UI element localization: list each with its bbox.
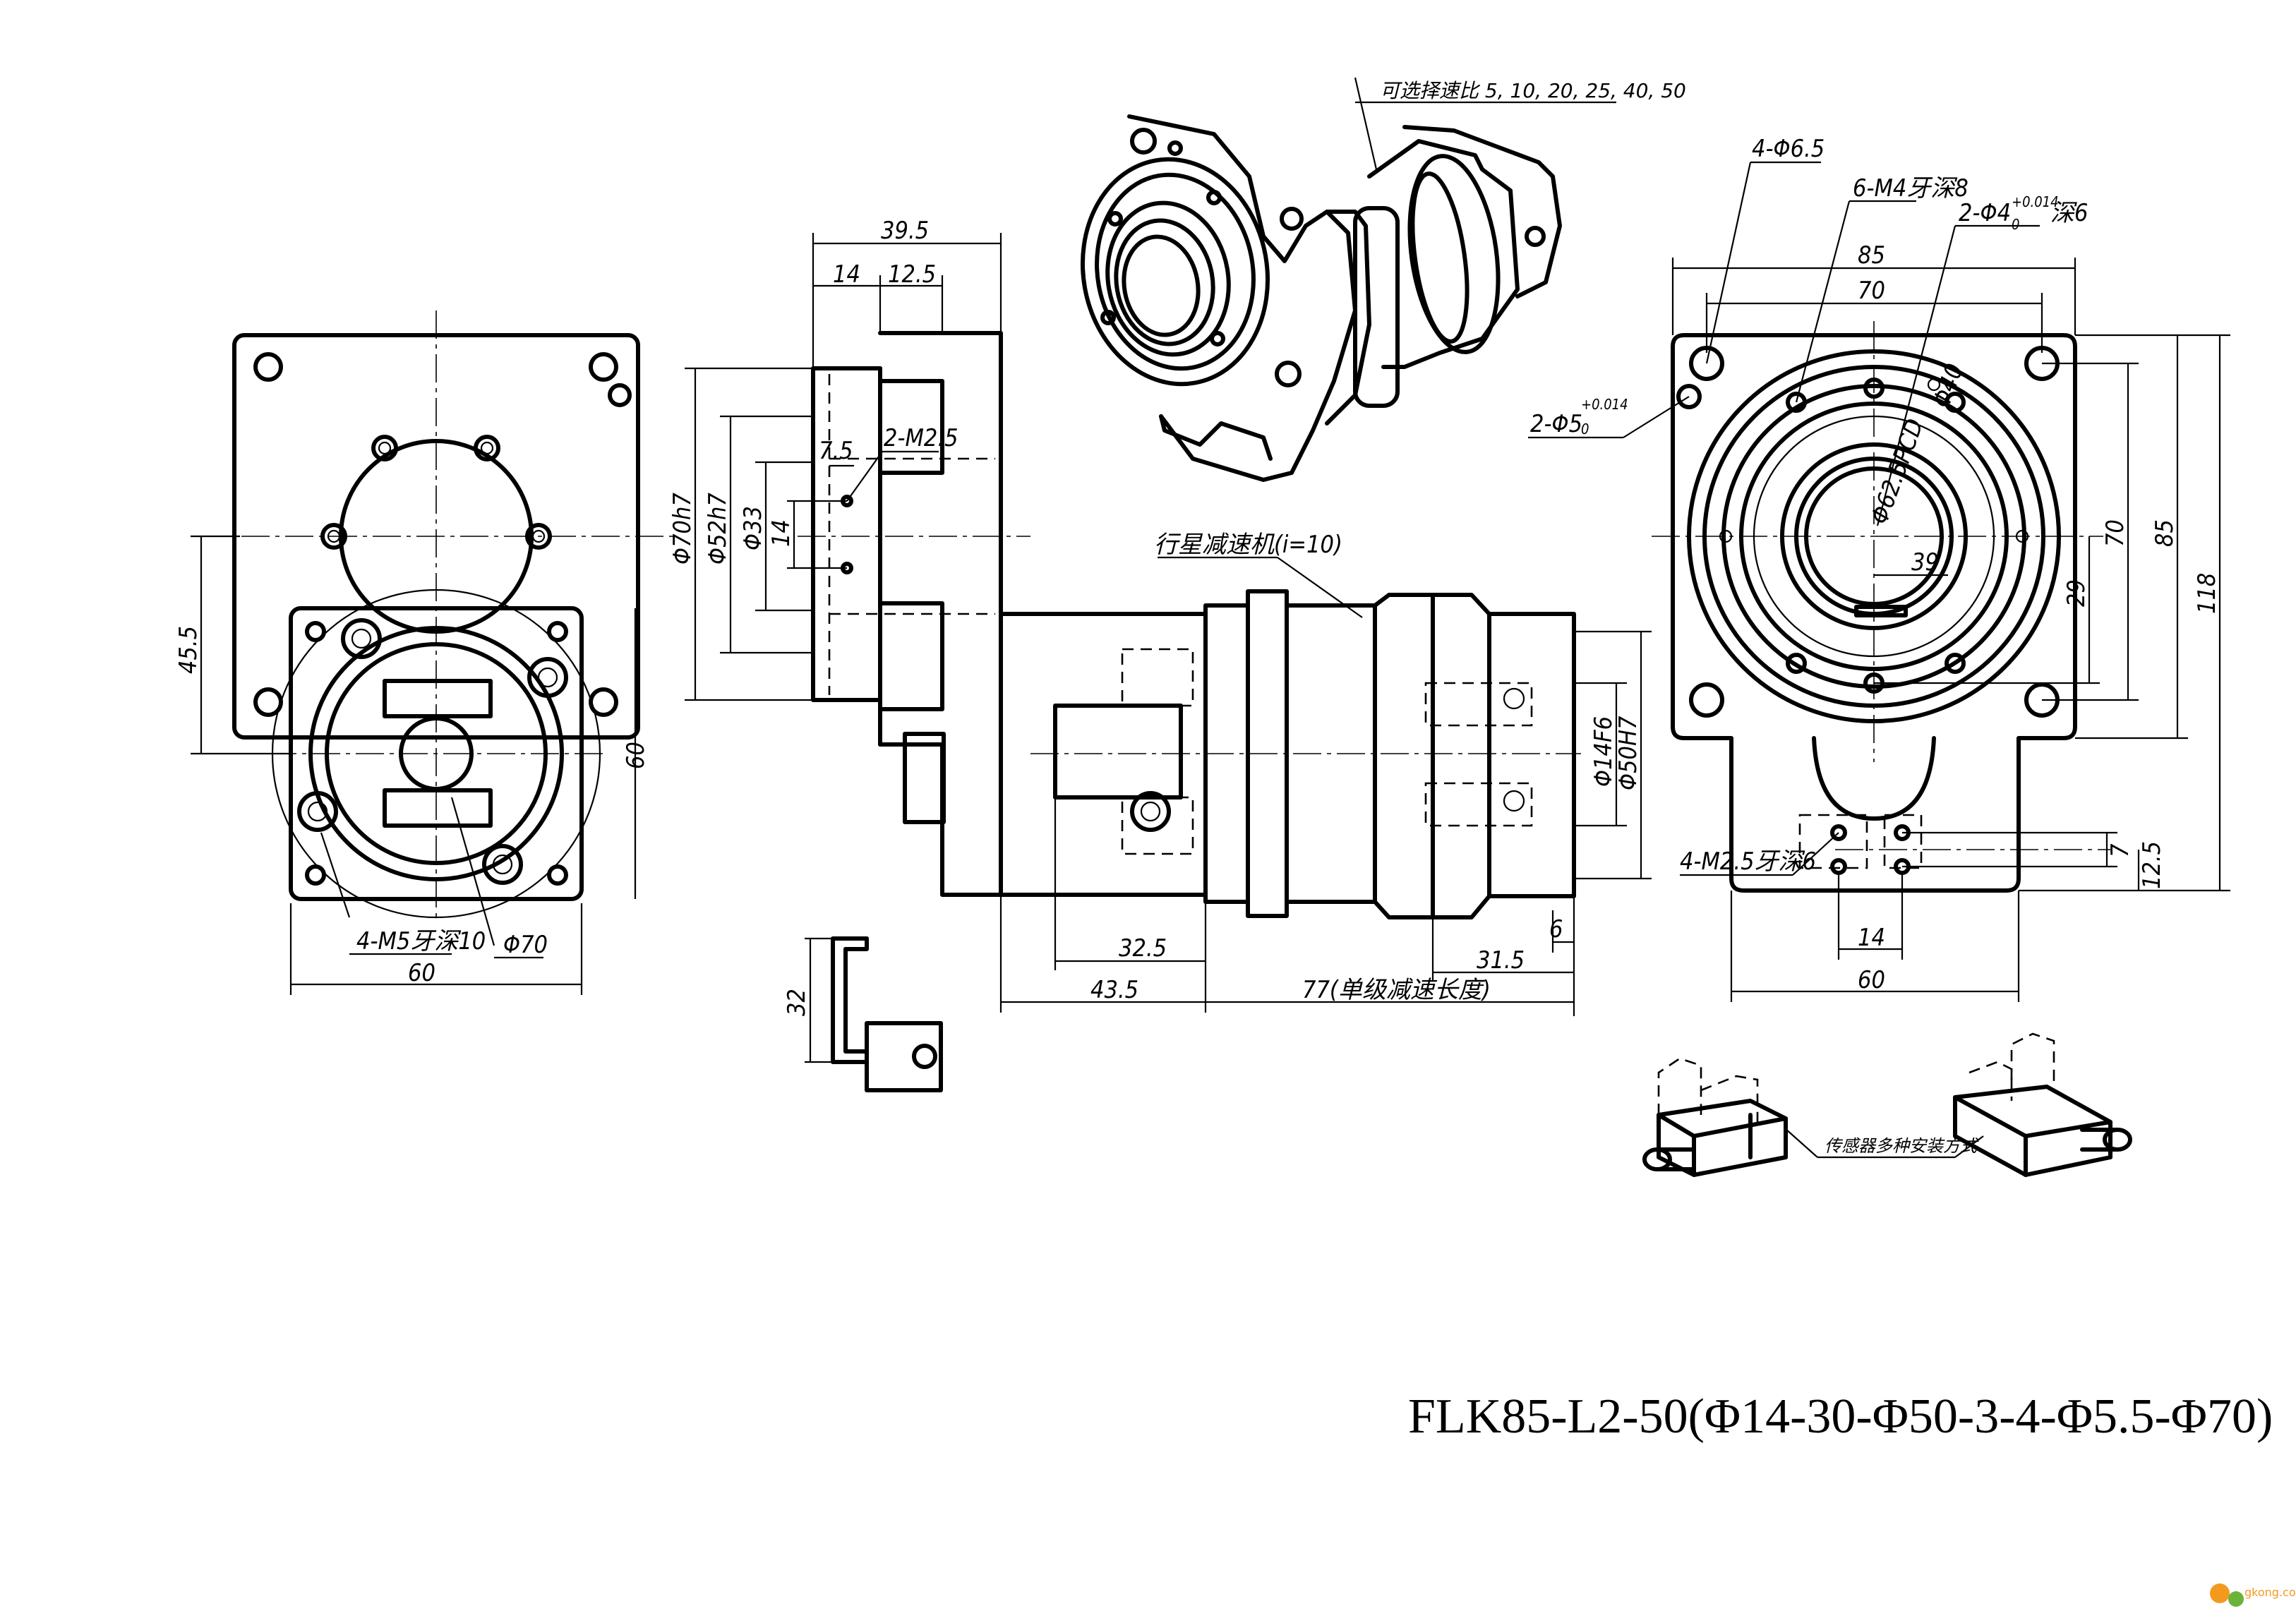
- dim-39: 39: [1911, 548, 1939, 577]
- dim-118: 118: [2193, 573, 2221, 614]
- left-front-view: [191, 310, 678, 995]
- label-2-dia-4-tol: +0.014: [2012, 193, 2059, 210]
- dim-12-5-top: 12.5: [888, 260, 936, 289]
- dim-7-5: 7.5: [819, 437, 853, 465]
- dim-32: 32: [783, 989, 811, 1016]
- dim-dia-50h7: Φ50H7: [1614, 716, 1642, 790]
- dim-31-5: 31.5: [1477, 946, 1525, 975]
- sensor-mount-sketches: [1642, 1032, 2132, 1177]
- dim-60-horizontal: 60: [408, 959, 435, 987]
- dim-60-right: 60: [1858, 966, 1885, 994]
- gkong-logo: gkong.com: [2210, 1583, 2296, 1607]
- dim-85-top: 85: [1858, 241, 1885, 270]
- label-2-dia-5: 2-Φ5: [1530, 410, 1582, 438]
- dim-70-top: 70: [1858, 277, 1885, 305]
- label-4-m5: 4-M5牙深10: [356, 927, 486, 955]
- dim-29: 29: [2062, 579, 2091, 607]
- right-front-view: [1528, 161, 2230, 1002]
- dim-dia-14f6: Φ14F6: [1589, 716, 1618, 787]
- dim-70-vertical: 70: [2101, 519, 2129, 547]
- dim-14-right: 14: [1858, 924, 1885, 952]
- label-4-holes-6-5: 4-Φ6.5: [1752, 135, 1825, 163]
- label-dia-70-left: Φ70: [503, 931, 548, 959]
- dim-43-5: 43.5: [1090, 976, 1138, 1004]
- dim-14-vertical: 14: [767, 519, 795, 547]
- dim-12-5-right: 12.5: [2138, 841, 2166, 889]
- label-2-m2-5: 2-M2.5: [884, 424, 958, 452]
- label-2-dia-5-zero: 0: [1581, 421, 1589, 438]
- side-section-view: [685, 233, 1652, 1092]
- drawing-title: FLK85-L2-50(Φ14-30-Φ50-3-4-Φ5.5-Φ70): [1408, 1389, 2273, 1444]
- label-2-dia-4-depth: 深6: [2050, 199, 2088, 227]
- watermark-text: gkong.com: [2244, 1586, 2296, 1599]
- label-6-m4: 6-M4牙深8: [1853, 174, 1969, 203]
- isometric-view: [1080, 77, 1616, 482]
- dim-7: 7: [2106, 843, 2134, 857]
- label-4-m2-5: 4-M2.5牙深6: [1680, 847, 1816, 876]
- dim-45-5: 45.5: [174, 626, 203, 674]
- label-planetary: 行星减速机(i=10): [1154, 531, 1342, 559]
- dim-39-5: 39.5: [881, 217, 929, 245]
- dim-14-top: 14: [833, 260, 860, 289]
- label-2-dia-4: 2-Φ4: [1959, 199, 2011, 227]
- dim-60-vertical: 60: [622, 742, 650, 769]
- label-sensor-mount: 传感器多种安装方式: [1825, 1136, 1979, 1156]
- dim-6: 6: [1549, 915, 1563, 943]
- label-2-dia-5-tol: +0.014: [1581, 396, 1628, 413]
- label-optional-ratios: 可选择速比 5, 10, 20, 25, 40, 50: [1380, 79, 1686, 102]
- label-single-stage: 77(单级减速长度): [1302, 976, 1491, 1004]
- dim-32-5: 32.5: [1119, 934, 1167, 963]
- dim-dia-70h7: Φ70h7: [668, 493, 697, 565]
- dim-85-vertical: 85: [2151, 519, 2179, 547]
- dim-dia-33: Φ33: [739, 506, 767, 550]
- dim-dia-52h7: Φ52h7: [704, 493, 732, 565]
- label-2-dia-4-zero: 0: [2012, 216, 2019, 233]
